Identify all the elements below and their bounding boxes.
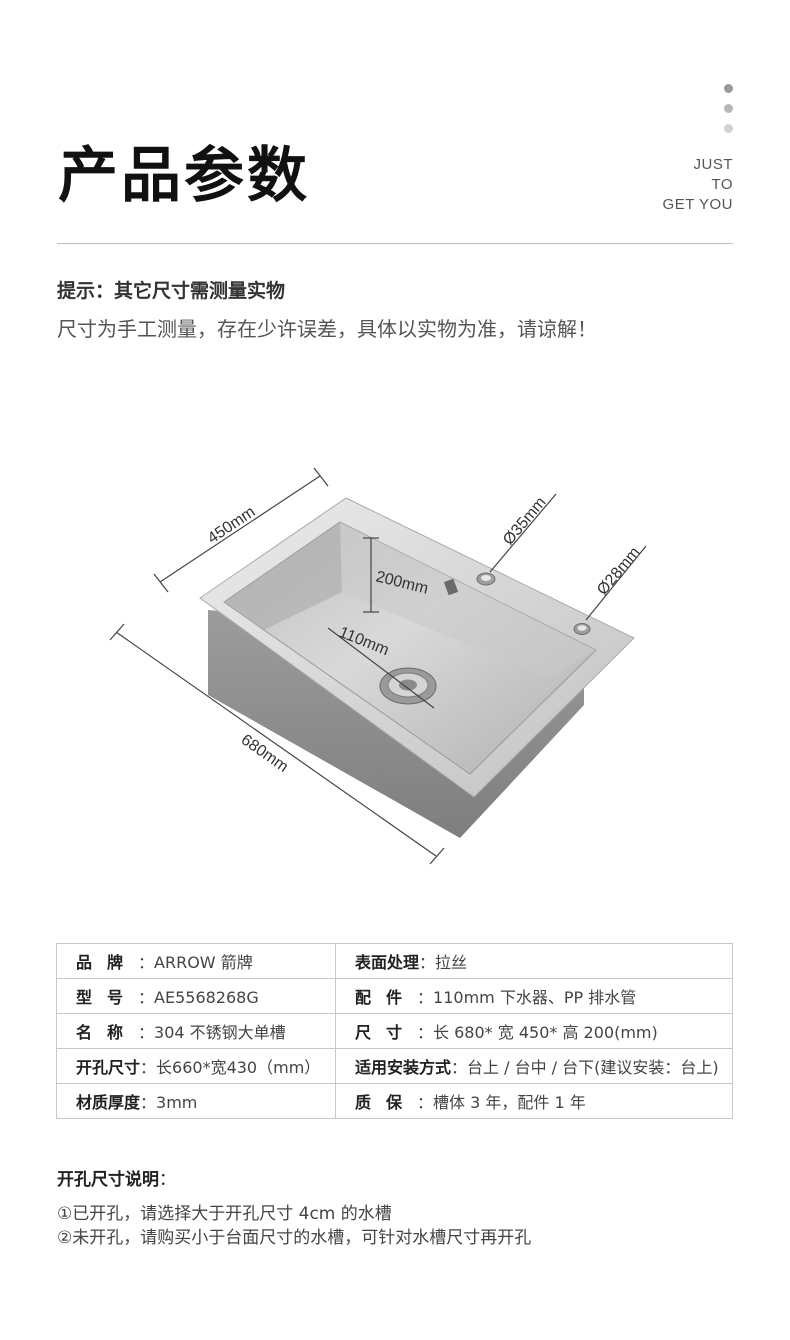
spec-value: 长 680* 宽 450* 高 200(mm) bbox=[433, 1023, 658, 1042]
table-row: 材质厚度：3mm 质保：槽体 3 年，配件 1 年 bbox=[56, 1083, 733, 1119]
slogan-line-1: JUST bbox=[693, 156, 733, 173]
spec-cell: 材质厚度：3mm bbox=[56, 1083, 336, 1119]
header-divider bbox=[57, 243, 733, 244]
spec-key: 适用安装方式 bbox=[355, 1058, 452, 1077]
overflow-slot bbox=[443, 578, 459, 596]
spec-key: 品牌 bbox=[76, 953, 139, 972]
spec-cell: 开孔尺寸：长660*宽430（mm） bbox=[56, 1048, 336, 1084]
table-row: 开孔尺寸：长660*宽430（mm） 适用安装方式：台上 / 台中 / 台下(建… bbox=[56, 1048, 733, 1084]
table-row: 名称：304 不锈钢大单槽 尺寸：长 680* 宽 450* 高 200(mm) bbox=[56, 1013, 733, 1049]
table-row: 型号：AE5568268G 配件：110mm 下水器、PP 排水管 bbox=[56, 978, 733, 1014]
slogan-line-3: GET YOU bbox=[662, 196, 733, 213]
spec-cell: 型号：AE5568268G bbox=[56, 978, 336, 1014]
dim-line-width bbox=[159, 475, 321, 583]
spec-cell: 名称：304 不锈钢大单槽 bbox=[56, 1013, 336, 1049]
slogan-line-2: TO bbox=[711, 176, 733, 193]
table-row: 品牌：ARROW 箭牌 表面处理：拉丝 bbox=[56, 943, 733, 979]
pagination-dots bbox=[724, 84, 734, 144]
spec-value: 拉丝 bbox=[435, 953, 468, 972]
slogan: JUST TO GET YOU bbox=[663, 155, 733, 215]
spec-cell: 质保：槽体 3 年，配件 1 年 bbox=[335, 1083, 733, 1119]
note-item: ②未开孔，请购买小于台面尺寸的水槽，可针对水槽尺寸再开孔 bbox=[57, 1228, 532, 1248]
width-label: 450mm bbox=[205, 503, 259, 547]
spec-key: 材质厚度 bbox=[76, 1093, 141, 1112]
dim-line-length bbox=[115, 631, 437, 857]
spec-key: 名称 bbox=[76, 1023, 139, 1042]
spec-key: 配件 bbox=[355, 988, 418, 1007]
bowl-right-wall bbox=[340, 522, 596, 678]
spec-value: 3mm bbox=[156, 1093, 198, 1112]
dim-line-drain bbox=[327, 627, 435, 709]
page-title: 产品参数 bbox=[58, 141, 310, 211]
dot-3 bbox=[724, 124, 733, 133]
spec-key: 尺寸 bbox=[355, 1023, 418, 1042]
hole1-label: Ø35mm bbox=[500, 494, 550, 549]
spec-key: 开孔尺寸 bbox=[76, 1058, 141, 1077]
spec-key: 型号 bbox=[76, 988, 139, 1007]
dot-1 bbox=[724, 84, 733, 93]
spec-cell: 配件：110mm 下水器、PP 排水管 bbox=[335, 978, 733, 1014]
spec-cell: 适用安装方式：台上 / 台中 / 台下(建议安装：台上) bbox=[335, 1048, 733, 1084]
spec-value: 304 不锈钢大单槽 bbox=[154, 1023, 286, 1042]
spec-value: 长660*宽430（mm） bbox=[156, 1058, 321, 1077]
tip-text: 尺寸为手工测量，存在少许误差，具体以实物为准，请谅解！ bbox=[57, 317, 597, 341]
spec-value: 台上 / 台中 / 台下(建议安装：台上) bbox=[467, 1058, 719, 1077]
spec-cell: 尺寸：长 680* 宽 450* 高 200(mm) bbox=[335, 1013, 733, 1049]
hole2-label: Ø28mm bbox=[594, 544, 644, 599]
spec-value: 110mm 下水器、PP 排水管 bbox=[433, 988, 637, 1007]
spec-cell: 表面处理：拉丝 bbox=[335, 943, 733, 979]
spec-key: 表面处理 bbox=[355, 953, 420, 972]
spec-value: 槽体 3 年，配件 1 年 bbox=[433, 1093, 586, 1112]
length-label: 680mm bbox=[238, 731, 291, 776]
bowl-back-wall bbox=[224, 522, 342, 630]
dot-2 bbox=[724, 104, 733, 113]
sink-diagram: 450mm 680mm 200mm 110mm Ø35mm Ø28mm bbox=[109, 467, 647, 865]
spec-value: AE5568268G bbox=[154, 988, 259, 1007]
spec-table: 品牌：ARROW 箭牌 表面处理：拉丝 型号：AE5568268G 配件：110… bbox=[56, 943, 733, 1119]
spec-key: 质保 bbox=[355, 1093, 418, 1112]
note-item: ①已开孔，请选择大于开孔尺寸 4cm 的水槽 bbox=[57, 1204, 392, 1224]
notes-title: 开孔尺寸说明： bbox=[57, 1170, 176, 1190]
tip-title: 提示：其它尺寸需测量实物 bbox=[57, 280, 286, 302]
spec-cell: 品牌：ARROW 箭牌 bbox=[56, 943, 336, 979]
spec-value: ARROW 箭牌 bbox=[154, 953, 253, 972]
